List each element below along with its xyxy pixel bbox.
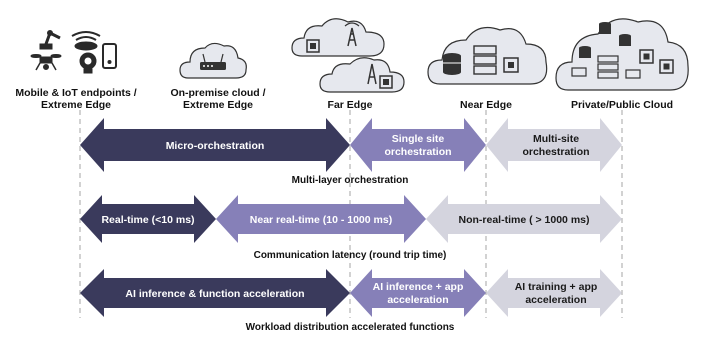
- tier-labels: Mobile & IoT endpoints / Extreme Edge On…: [15, 87, 673, 111]
- arrow-single-site-line2: orchestration: [384, 146, 451, 158]
- caption-multi-layer-orchestration: Multi-layer orchestration: [292, 175, 409, 186]
- tier-label-iot-line1: Mobile & IoT endpoints /: [15, 87, 136, 99]
- row-orchestration: Micro-orchestration Single site orchestr…: [80, 118, 622, 186]
- arrow-real-time: Real-time (<10 ms): [80, 195, 216, 243]
- tier-label-on-premise-line2: Extreme Edge: [183, 99, 253, 111]
- arrow-near-real-time-label: Near real-time (10 - 1000 ms): [250, 214, 392, 226]
- row-latency: Real-time (<10 ms) Near real-time (10 - …: [80, 195, 622, 261]
- arrow-near-real-time: Near real-time (10 - 1000 ms): [216, 195, 426, 243]
- arrow-ai-training-line1: AI training + app: [515, 281, 598, 293]
- arrow-ai-training-app-acceleration: AI training + app acceleration: [486, 269, 622, 317]
- arrow-ai-inference-app-acceleration: AI inference + app acceleration: [350, 269, 486, 317]
- arrow-single-site-line1: Single site: [392, 133, 445, 145]
- private-public-cloud-icon: [555, 18, 689, 91]
- near-edge-icon: [427, 27, 548, 85]
- arrow-real-time-label: Real-time (<10 ms): [101, 214, 194, 226]
- arrow-non-real-time: Non-real-time ( > 1000 ms): [426, 195, 622, 243]
- tier-label-iot-line2: Extreme Edge: [41, 99, 111, 111]
- iot-endpoints-icon: [30, 30, 117, 74]
- arrow-multi-site-line1: Multi-site: [533, 133, 579, 145]
- arrow-ai-inference-function-acceleration: AI inference & function acceleration: [80, 269, 350, 317]
- tier-label-far-edge: Far Edge: [328, 99, 373, 111]
- tier-label-cloud: Private/Public Cloud: [571, 99, 673, 111]
- caption-workload-distribution: Workload distribution accelerated functi…: [246, 322, 455, 333]
- arrow-micro-orchestration: Micro-orchestration: [80, 118, 350, 172]
- arrow-ai-inference-function-label: AI inference & function acceleration: [125, 288, 304, 300]
- arrow-single-site-orchestration: Single site orchestration: [350, 118, 486, 172]
- arrow-non-real-time-label: Non-real-time ( > 1000 ms): [458, 214, 589, 226]
- arrow-ai-training-line2: acceleration: [525, 294, 586, 306]
- arrow-multi-site-line2: orchestration: [522, 146, 589, 158]
- tier-label-on-premise-line1: On-premise cloud /: [170, 87, 265, 99]
- tier-label-near-edge: Near Edge: [460, 99, 512, 111]
- arrow-ai-inference-app-line2: acceleration: [387, 294, 448, 306]
- row-workload: AI inference & function acceleration AI …: [80, 269, 622, 333]
- arrow-multi-site-orchestration: Multi-site orchestration: [486, 118, 622, 172]
- arrow-micro-orchestration-label: Micro-orchestration: [166, 140, 265, 152]
- arrow-ai-inference-app-line1: AI inference + app: [373, 281, 464, 293]
- on-premise-cloud-icon: [179, 42, 247, 79]
- caption-communication-latency: Communication latency (round trip time): [254, 250, 447, 261]
- far-edge-icon: [291, 18, 405, 93]
